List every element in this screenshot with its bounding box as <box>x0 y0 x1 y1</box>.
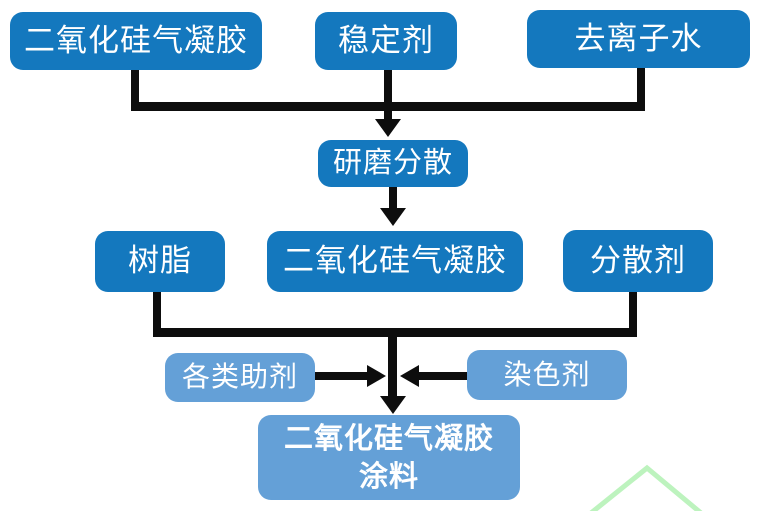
arrowhead-to-final-icon <box>380 396 406 414</box>
node-silica-aerogel-mid-label: 二氧化硅气凝胶 <box>283 243 507 279</box>
node-stabilizer: 稳定剂 <box>315 12 457 70</box>
connector-center-down <box>388 337 397 396</box>
node-stabilizer-label: 稳定剂 <box>338 22 434 58</box>
green-chevron-line <box>589 464 703 511</box>
node-dispersant: 分散剂 <box>563 230 713 292</box>
node-grinding-dispersion: 研磨分散 <box>318 140 468 187</box>
arrowhead-to-grinding-icon <box>375 119 401 137</box>
final-product-line1: 二氧化硅气凝胶 <box>283 422 494 455</box>
connector-dispersant-drop <box>629 292 637 336</box>
node-colorant-label: 染色剂 <box>503 358 591 390</box>
node-resin: 树脂 <box>95 231 225 292</box>
connector-row2-merge-bar <box>153 328 637 337</box>
arrowhead-to-mid-row-icon <box>380 208 406 226</box>
connector-stabilizer-drop <box>384 70 392 119</box>
node-silica-aerogel-top: 二氧化硅气凝胶 <box>10 12 262 70</box>
node-silica-aerogel-top-label: 二氧化硅气凝胶 <box>24 22 248 58</box>
connector-grinding-down <box>389 187 397 208</box>
connector-additives-shaft <box>315 372 367 380</box>
node-final-product-label: 二氧化硅气凝胶 涂料 <box>284 420 494 496</box>
connector-water-drop <box>637 68 645 106</box>
node-deionized-water: 去离子水 <box>527 10 750 68</box>
connector-resin-drop <box>153 292 161 336</box>
arrowhead-additives-icon <box>367 365 386 387</box>
node-grinding-dispersion-label: 研磨分散 <box>332 146 453 179</box>
node-additives-label: 各类助剂 <box>181 361 298 393</box>
node-silica-aerogel-mid: 二氧化硅气凝胶 <box>267 231 523 292</box>
node-deionized-water-label: 去离子水 <box>574 20 703 56</box>
connector-colorant-shaft <box>419 372 467 380</box>
node-colorant: 染色剂 <box>467 350 627 400</box>
connector-silica-top-drop <box>131 70 139 106</box>
node-resin-label: 树脂 <box>128 243 192 279</box>
node-dispersant-label: 分散剂 <box>590 242 686 278</box>
final-product-line2: 涂料 <box>358 460 419 493</box>
node-final-product: 二氧化硅气凝胶 涂料 <box>258 415 520 500</box>
node-additives: 各类助剂 <box>165 353 315 402</box>
arrowhead-colorant-icon <box>400 365 419 387</box>
